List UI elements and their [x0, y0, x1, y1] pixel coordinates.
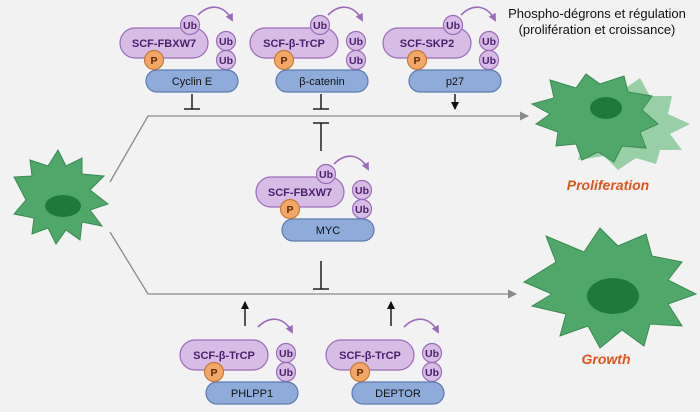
- diagram-title: Phospho-dégrons et régulation (proliféra…: [508, 6, 686, 37]
- ubiquitin-label: Ub: [319, 169, 333, 181]
- phospho-label: P: [280, 55, 287, 67]
- beta-catenin-inhibition-symbol: [313, 94, 329, 110]
- ligase-capsule: [382, 27, 472, 59]
- ubiquitin-transfer-arrow: [327, 6, 363, 22]
- ubiquitin-label: Ub: [313, 20, 327, 32]
- growth-label: Growth: [582, 351, 631, 367]
- pathway-lines: [109, 111, 529, 299]
- ubiquitin-circle: [309, 14, 331, 36]
- regulation-symbols: [184, 94, 459, 326]
- phospho-label: P: [286, 204, 293, 216]
- complex-beta-catenin: SCF-β-TrCP Ub Ub Ub β-catenin P: [249, 6, 369, 93]
- substrate-capsule: [205, 381, 299, 405]
- substrate-capsule: [275, 69, 369, 93]
- ligase-label: SCF-FBXW7: [132, 38, 196, 50]
- ubiquitin-label: Ub: [425, 367, 439, 379]
- ubiquitin-circle: [315, 163, 337, 185]
- ubiquitin-label: Ub: [279, 348, 293, 360]
- title-line-1: Phospho-dégrons et régulation: [508, 6, 686, 21]
- phospho-label: P: [356, 367, 363, 379]
- ligase-capsule: [325, 339, 415, 371]
- ubiquitin-label: Ub: [355, 204, 369, 216]
- ubiquitin-label: Ub: [482, 55, 496, 67]
- ubiquitin-label: Ub: [482, 36, 496, 48]
- ligase-label: SCF-FBXW7: [268, 187, 332, 199]
- myc-growth-inhibition-symbol: [313, 261, 329, 290]
- phospho-circle: [203, 361, 225, 383]
- ligase-label: SCF-β-TrCP: [263, 38, 325, 50]
- ligase-capsule: [255, 176, 345, 208]
- myc-proliferation-inhibition-symbol: [313, 122, 329, 151]
- substrate-capsule: [408, 69, 502, 93]
- phospho-circle: [143, 49, 165, 71]
- complex-cyclin-e: SCF-FBXW7 Ub Ub Ub Cyclin E P: [119, 6, 239, 93]
- starting-cell-nucleus: [45, 195, 81, 217]
- ubiquitin-transfer-arrow: [460, 6, 496, 22]
- starting-cell: [13, 148, 110, 245]
- substrate-label: MYC: [316, 225, 341, 237]
- phospho-label: P: [150, 55, 157, 67]
- ubiquitin-transfer-arrow: [257, 318, 293, 334]
- substrate-label: DEPTOR: [375, 388, 421, 400]
- ligase-label: SCF-β-TrCP: [193, 350, 255, 362]
- substrate-capsule: [281, 218, 375, 242]
- complex-p27: SCF-SKP2 Ub Ub Ub p27 P: [382, 6, 502, 93]
- proliferating-cell-front: [530, 73, 659, 163]
- growth-pathway-line: [109, 231, 517, 299]
- ubiquitin-transfer-arrow: [403, 318, 439, 334]
- substrate-capsule: [351, 381, 445, 405]
- proliferation-cells: [530, 73, 690, 170]
- complex-phlpp1: SCF-β-TrCP Ub Ub PHLPP1 P: [179, 318, 299, 405]
- substrate-label: p27: [446, 76, 464, 88]
- substrate-label: Cyclin E: [172, 76, 212, 88]
- substrate-label: β-catenin: [299, 76, 344, 88]
- ligase-capsule: [119, 27, 209, 59]
- ubiquitin-transfer-arrow: [333, 155, 369, 171]
- substrate-label: PHLPP1: [231, 388, 273, 400]
- proliferation-pathway-line: [109, 111, 529, 183]
- ligase-label: SCF-SKP2: [400, 38, 454, 50]
- cyclin-e-inhibition-symbol: [184, 94, 200, 110]
- proliferating-cell-nucleus: [590, 97, 622, 119]
- ubiquitin-label: Ub: [349, 55, 363, 67]
- ubiquitin-label: Ub: [349, 36, 363, 48]
- ubiquitin-label: Ub: [279, 367, 293, 379]
- phospho-label: P: [210, 367, 217, 379]
- complex-deptor: SCF-β-TrCP Ub Ub DEPTOR P: [325, 318, 445, 405]
- ubiquitin-label: Ub: [183, 20, 197, 32]
- ubiquitin-circle: [179, 14, 201, 36]
- ubiquitin-label: Ub: [355, 185, 369, 197]
- phospho-circle: [279, 198, 301, 220]
- phospho-circle: [273, 49, 295, 71]
- phospho-circle: [406, 49, 428, 71]
- growth-cell-nucleus: [587, 278, 639, 314]
- phospho-circle: [349, 361, 371, 383]
- ubiquitin-circle: [442, 14, 464, 36]
- growth-cell: [522, 227, 698, 349]
- ubiquitin-label: Ub: [425, 348, 439, 360]
- ligase-label: SCF-β-TrCP: [339, 350, 401, 362]
- title-line-2: (prolifération et croissance): [519, 22, 676, 37]
- proliferation-label: Proliferation: [567, 177, 649, 193]
- ubiquitin-label: Ub: [219, 55, 233, 67]
- phospho-label: P: [413, 55, 420, 67]
- ubiquitin-label: Ub: [219, 36, 233, 48]
- ligase-capsule: [249, 27, 339, 59]
- ubiquitin-label: Ub: [446, 20, 460, 32]
- ubiquitin-transfer-arrow: [197, 6, 233, 22]
- ligase-capsule: [179, 339, 269, 371]
- complex-myc: SCF-FBXW7 Ub Ub Ub MYC P: [255, 155, 375, 242]
- substrate-capsule: [145, 69, 239, 93]
